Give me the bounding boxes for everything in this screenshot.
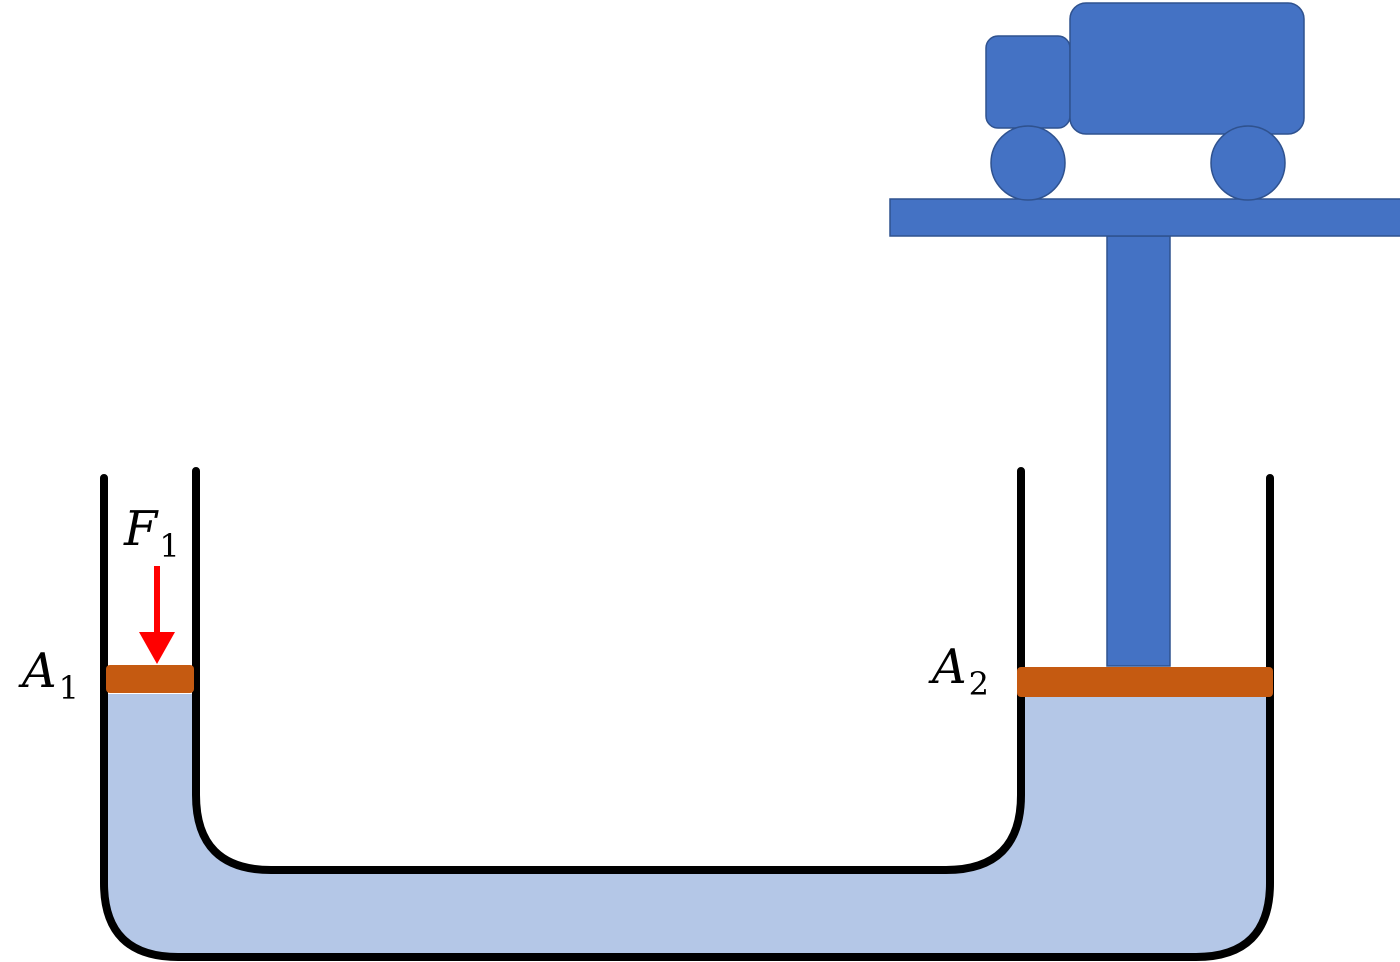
large-piston: [1017, 667, 1273, 697]
hydraulic-fluid: [104, 694, 1270, 957]
u-tube-container: [100, 467, 1274, 961]
label-small-area: A1: [18, 643, 79, 707]
label-input-force: F1: [123, 501, 180, 565]
small-piston: [106, 665, 194, 693]
truck-front-wheel: [990, 125, 1066, 201]
force-arrow: [139, 566, 175, 664]
label-large-area: A2: [928, 639, 989, 703]
force-arrow-head: [139, 632, 175, 664]
piston-rod: [1106, 235, 1171, 667]
lift-platform: [889, 198, 1400, 237]
truck-cargo-box: [1069, 2, 1305, 135]
truck-cab: [985, 35, 1071, 129]
truck: [985, 2, 1305, 201]
outer-wall: [100, 474, 1274, 961]
truck-rear-wheel: [1210, 125, 1286, 201]
inner-wall: [192, 467, 1025, 874]
